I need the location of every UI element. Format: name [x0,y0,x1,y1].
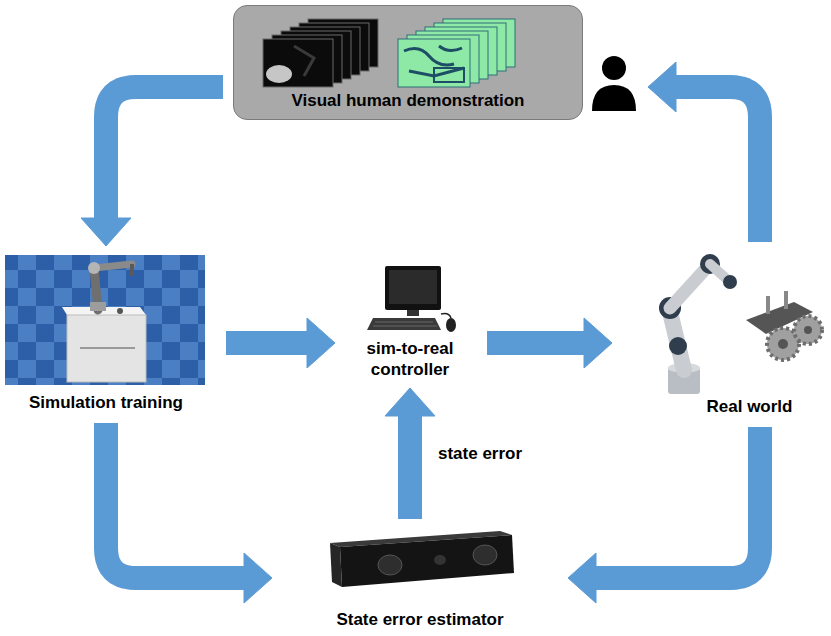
arrow-shaft [674,87,760,242]
node-label: Simulation training [0,392,212,413]
arrow-shaft [106,423,246,578]
computer-icon [345,262,475,338]
simulation-node: Simulation training [0,252,212,413]
estimator-node: State error estimator [300,525,540,630]
arrow-head [244,553,272,603]
arrow-head [568,553,596,603]
illustration-part [669,337,687,355]
arrow-shaft [106,87,223,220]
real-world-node: Real world [618,250,831,417]
illustration-part [778,339,788,349]
edge-label: state error [436,443,524,464]
illustration-part [407,310,419,316]
illustration-part [723,275,737,289]
node-label: sim-to-real controller [345,338,475,380]
illustration-part [389,270,437,304]
illustration-part [804,326,812,334]
illustration-part [473,545,497,565]
illustration-part [446,318,456,332]
demonstration-frames [234,6,584,96]
arrow-head [307,318,335,368]
illustration-part [117,308,123,314]
illustration-part [592,85,636,111]
arrow-head [81,218,131,246]
illustration-part [602,56,626,80]
flow-arrow [487,318,612,368]
illustration-part [378,555,402,575]
node-label: State error estimator [300,609,540,630]
flow-arrow [385,388,435,519]
flow-arrow [568,427,760,603]
table-block [62,307,146,382]
illustration-part [794,316,822,344]
illustration-part [330,543,342,587]
arrow-shaft [487,331,586,355]
illustration-part [766,296,770,314]
controller-node: sim-to-real controller [345,262,475,380]
illustration-part [367,318,441,330]
arrow-head [584,318,612,368]
illustration-part [767,328,799,360]
illustration-part [130,264,134,276]
illustration-part [67,315,146,382]
depth-camera [300,525,540,609]
illustration-part [434,68,464,82]
illustration-part [385,266,441,310]
node-label: Visual human demonstration [234,90,582,111]
arrow-shaft [226,331,309,355]
sim-robot-arm [88,262,132,311]
illustration-part [90,302,106,311]
illustration-part [373,322,437,326]
gears [767,316,822,360]
arrow-shaft [594,427,760,578]
flow-arrow [106,423,272,603]
person-icon [590,55,638,113]
illustration-part [784,291,788,309]
robot-arm [659,254,737,394]
illustration-part [340,535,514,587]
segmented-frame-stack [398,19,515,87]
node-label: Real world [668,396,831,417]
demonstration-panel: Visual human demonstration [233,5,583,120]
arrow-shaft [398,414,422,519]
illustration-part [441,314,451,319]
checker-floor [5,255,205,385]
flow-arrow [648,62,760,242]
illustration-part [80,347,135,349]
depth-frame-stack [263,19,378,87]
illustration-part [88,262,100,274]
illustration-part [263,39,333,87]
flow-arrow [81,87,223,246]
real-robot-scene [618,250,831,396]
illustration-part [294,46,314,76]
illustration-part [398,39,470,87]
illustration-part [434,555,446,565]
arrow-head [385,388,435,416]
flow-arrow [226,318,335,368]
arrow-head [648,62,676,112]
illustration-part [266,65,292,83]
simulation-scene [0,252,212,392]
